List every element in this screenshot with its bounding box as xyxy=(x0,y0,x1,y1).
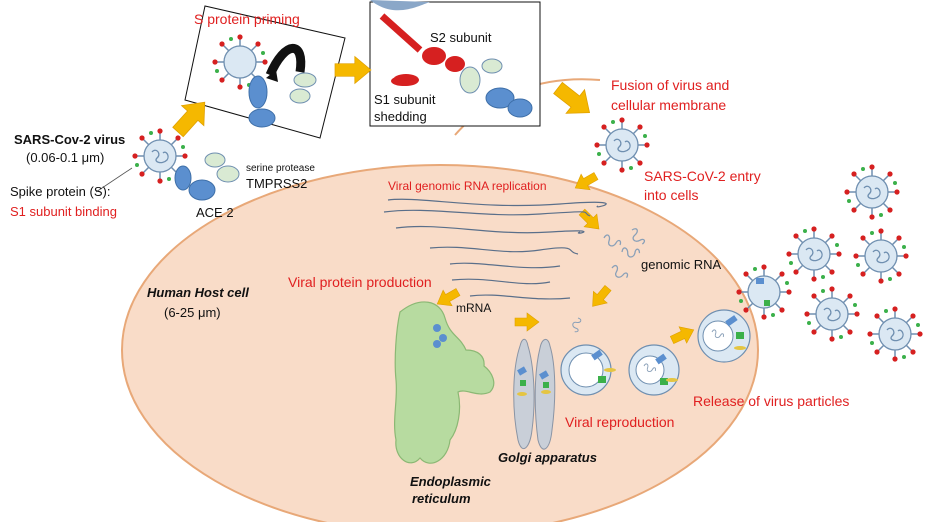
label-s2-subunit: S2 subunit xyxy=(430,30,492,45)
label-serine-protease: serine protease xyxy=(246,163,315,174)
released-virus-icon-2 xyxy=(786,226,841,281)
label-host-size: (6-25 μm) xyxy=(164,305,221,320)
endoplasmic-reticulum xyxy=(393,301,495,464)
budding-virus-icon xyxy=(735,263,793,321)
label-fusion-1: Fusion of virus and xyxy=(611,77,729,93)
protease-cleavage-icon xyxy=(265,43,306,77)
released-virus-icon-3 xyxy=(853,228,908,283)
label-spike-protein: Spike protein (S): xyxy=(10,184,110,199)
vesicle-3 xyxy=(697,309,751,363)
released-virus-icon-4 xyxy=(804,286,859,341)
label-ace2: ACE 2 xyxy=(196,205,234,220)
label-genomic-rna: genomic RNA xyxy=(641,257,722,272)
s2-panel xyxy=(369,0,541,127)
label-s1-shedding-2: shedding xyxy=(374,109,427,124)
label-entry-1: SARS-CoV-2 entry xyxy=(644,168,761,184)
label-reproduction: Viral reproduction xyxy=(565,414,674,430)
vesicle-1 xyxy=(560,344,616,396)
label-protein-production: Viral protein production xyxy=(288,274,432,290)
label-tmprss2: TMPRSS2 xyxy=(246,176,307,191)
label-s1-binding: S1 subunit binding xyxy=(10,204,117,219)
label-s-protein-priming: S protein priming xyxy=(194,11,300,27)
priming-panel xyxy=(184,5,346,139)
released-virus-icon-5 xyxy=(867,306,922,361)
label-er-1: Endoplasmic xyxy=(410,474,492,489)
genomic-rna-strands xyxy=(383,198,607,300)
label-entry-2: into cells xyxy=(644,187,698,203)
ace2-receptor-icon xyxy=(174,165,192,191)
s1-shed-fragment xyxy=(391,76,415,86)
label-er-2: reticulum xyxy=(412,491,471,506)
label-genomic-replication: Viral genomic RNA replication xyxy=(388,179,547,193)
vesicle-2 xyxy=(628,344,680,396)
tmprss2-icon xyxy=(204,152,226,168)
released-virus-icon-1 xyxy=(844,164,899,219)
label-fusion-2: cellular membrane xyxy=(611,97,726,113)
arrow-to-fusion xyxy=(548,75,600,125)
label-virus-size: (0.06-0.1 μm) xyxy=(26,150,104,165)
label-s1-shedding-1: S1 subunit xyxy=(374,92,436,107)
label-release: Release of virus particles xyxy=(693,393,849,409)
label-golgi: Golgi apparatus xyxy=(498,450,597,465)
label-virus-title: SARS-Cov-2 virus xyxy=(14,132,125,147)
golgi-cisterna-2 xyxy=(534,339,556,450)
entering-virus-icon xyxy=(594,117,649,172)
label-host-cell: Human Host cell xyxy=(147,285,249,300)
arrow-to-s2 xyxy=(334,56,372,84)
label-mrna: mRNA xyxy=(456,301,491,315)
